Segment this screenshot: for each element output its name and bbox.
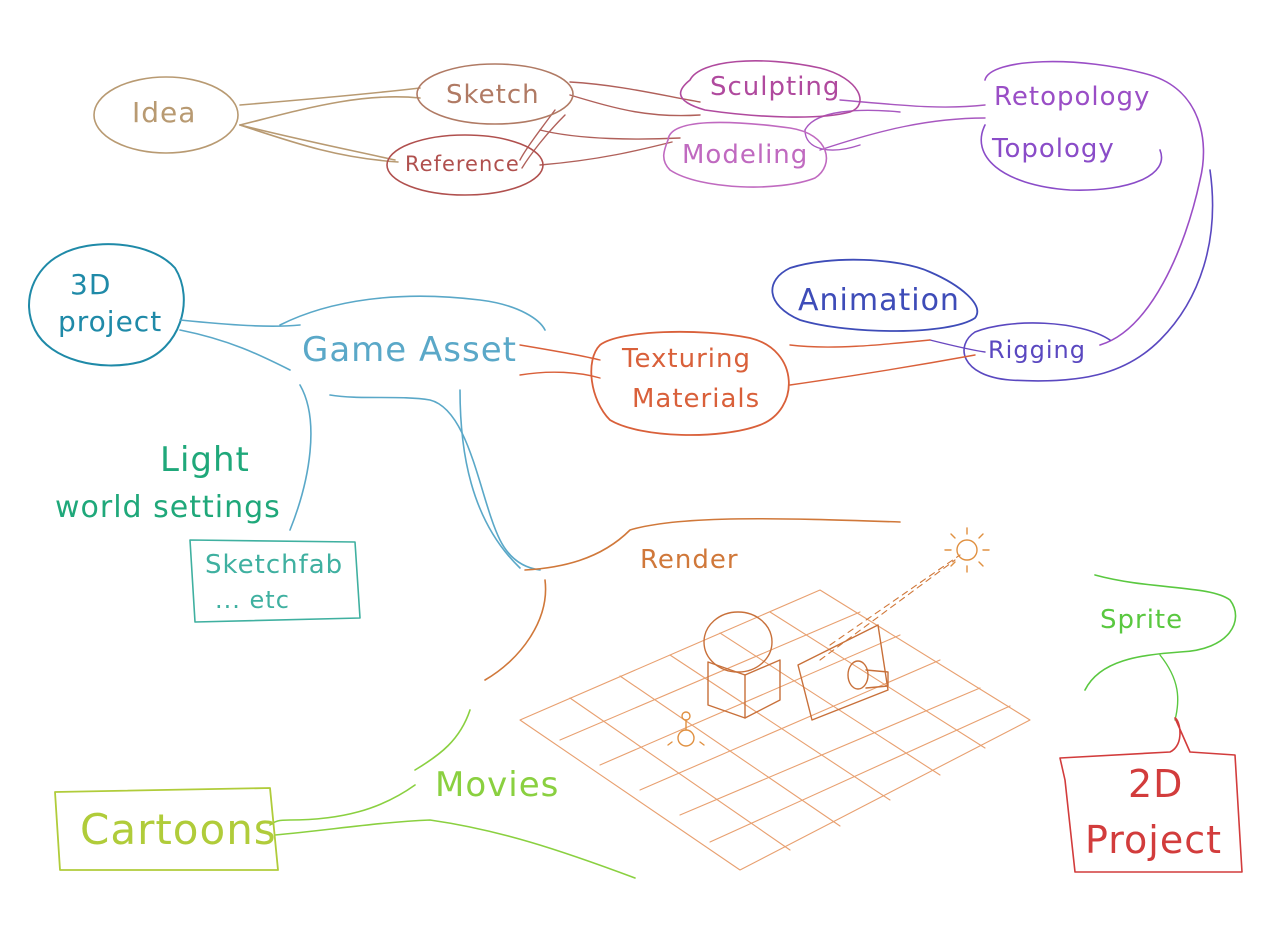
node-retopology: Retopology	[994, 82, 1151, 112]
rigging-outline	[963, 169, 1214, 382]
node-topology: Topology	[992, 134, 1115, 164]
movies-branches	[269, 709, 636, 879]
node-materials: Materials	[632, 384, 761, 414]
node-sketch: Sketch	[446, 80, 540, 110]
sprite-outline	[1084, 574, 1237, 691]
node-3d-project-line1: 3D	[70, 268, 112, 301]
node-world-settings: world settings	[55, 490, 281, 525]
topology-outline	[980, 124, 1163, 191]
node-sketchfab: Sketchfab	[205, 550, 344, 580]
node-3d-project-line2: project	[58, 305, 163, 338]
idea-branch	[239, 87, 421, 163]
sculpt-topology-links	[804, 99, 986, 151]
idea-outline	[93, 76, 239, 154]
animation-outline	[771, 258, 978, 332]
game-asset-texturing-link-1	[519, 344, 601, 361]
texturing-rigging-link-2	[789, 354, 976, 386]
project-2d-outline	[1059, 717, 1243, 873]
cartoons-outline	[54, 787, 279, 871]
retopology-outline	[984, 60, 1205, 346]
project-3d-outline	[28, 243, 185, 367]
node-render: Render	[640, 545, 739, 575]
game-asset-branches	[179, 295, 546, 571]
sun-icon	[944, 527, 990, 573]
node-idea: Idea	[132, 96, 197, 129]
reference-outline	[386, 134, 544, 196]
sketch-reference-links	[519, 81, 701, 169]
node-texturing: Texturing	[622, 344, 751, 374]
node-2d-project-line2: Project	[1085, 818, 1223, 862]
node-game-asset: Game Asset	[302, 330, 517, 370]
node-reference: Reference	[405, 152, 520, 176]
render-branches	[484, 517, 901, 681]
node-light: Light	[160, 440, 250, 480]
node-2d-project-line1: 2D	[1128, 762, 1184, 806]
node-animation: Animation	[798, 283, 960, 318]
sphere-icon	[703, 611, 773, 673]
camera-light-rays	[819, 554, 961, 661]
lightbulb-icon	[667, 711, 705, 747]
cube-icon	[707, 659, 781, 719]
node-sprite: Sprite	[1100, 605, 1184, 635]
texturing-rigging-link-1	[789, 339, 931, 348]
game-asset-texturing-link-2	[519, 371, 601, 379]
sketch-outline	[416, 63, 574, 125]
node-modeling: Modeling	[682, 140, 809, 170]
sketchfab-outline	[189, 539, 361, 623]
camera-icon	[797, 624, 889, 721]
sprite-link	[1159, 654, 1179, 721]
render-scene-sketch	[519, 589, 1031, 871]
modeling-outline	[662, 121, 828, 188]
sculpting-outline	[679, 60, 861, 118]
node-rigging: Rigging	[988, 336, 1086, 364]
texturing-materials-outline	[590, 330, 790, 436]
node-cartoons: Cartoons	[80, 805, 277, 854]
node-sculpting: Sculpting	[710, 72, 841, 102]
node-etc: ... etc	[215, 586, 290, 614]
node-movies: Movies	[435, 765, 560, 805]
animation-rigging-link	[929, 339, 986, 353]
